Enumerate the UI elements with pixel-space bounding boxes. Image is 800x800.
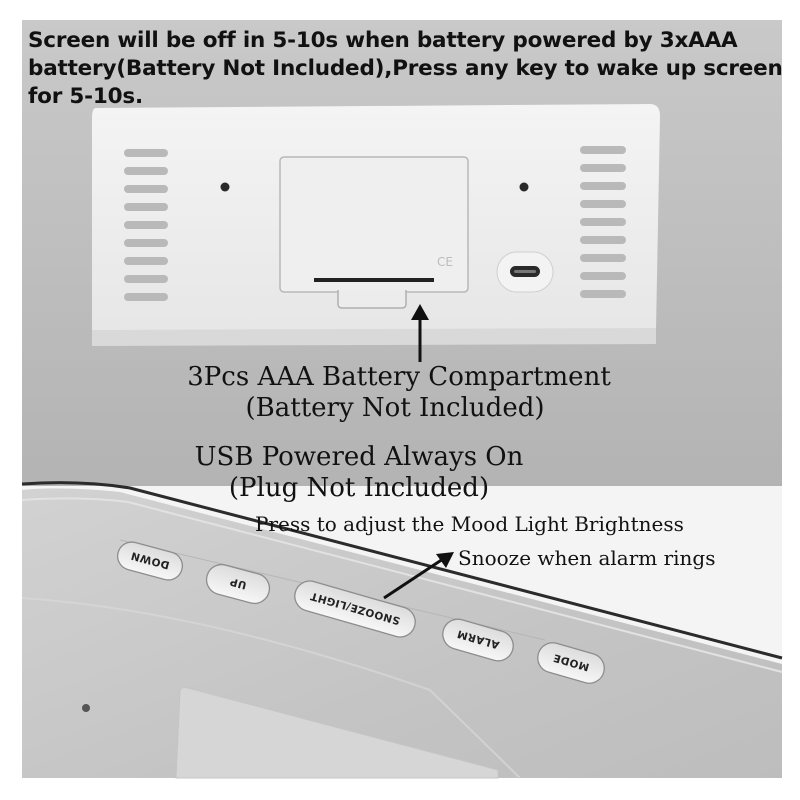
screw-hole-left [220,182,230,192]
power-note-line-3: for 5-10s. [28,84,143,109]
usb-power-callout: USB Powered Always On (Plug Not Included… [0,442,718,504]
button-up-label: UP [228,575,248,591]
power-note-line-1: Screen will be off in 5-10s when battery… [28,28,738,53]
button-up[interactable]: UP [203,561,273,607]
battery-cover: CE [279,156,469,309]
arrow-battery-compartment [411,304,429,362]
power-note-line-2: battery(Battery Not Included),Press any … [28,56,783,81]
usb-c-port [496,251,554,293]
left-vent [124,149,168,301]
snooze-callout: Snooze when alarm rings [458,546,716,570]
screw-hole-right [519,182,529,192]
usb-power-title: USB Powered Always On [194,442,524,472]
power-note: Screen will be off in 5-10s when battery… [28,27,783,111]
button-alarm[interactable]: ALARM [439,616,516,665]
ce-mark: CE [437,255,453,269]
usb-power-subtitle: (Plug Not Included) [228,473,490,503]
button-down[interactable]: DOWN [115,539,186,583]
right-vent [580,146,626,298]
battery-compartment-callout: 3Pcs AAA Battery Compartment (Battery No… [0,362,800,424]
button-mode[interactable]: MODE [534,639,608,687]
mood-light-callout: Press to adjust the Mood Light Brightnes… [255,512,684,536]
battery-compartment-subtitle: (Battery Not Included) [245,393,545,423]
arrow-snooze-button [383,552,454,600]
battery-compartment-title: 3Pcs AAA Battery Compartment [187,362,611,392]
clock-back-panel: CE [92,104,660,346]
sensor-dot [82,704,90,712]
